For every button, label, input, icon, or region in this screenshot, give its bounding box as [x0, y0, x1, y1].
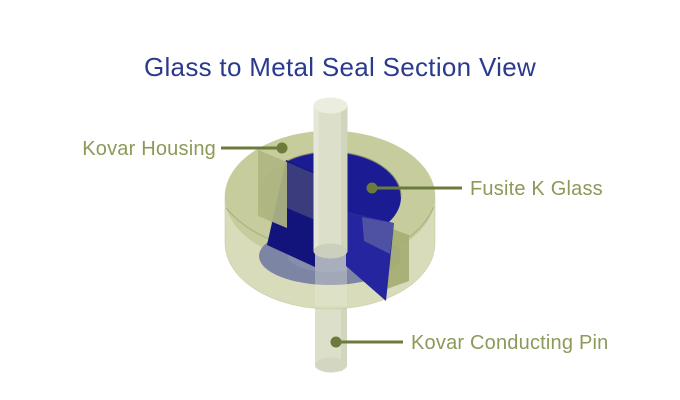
glass-leader-dot	[366, 182, 378, 194]
conducting-pin-top	[313, 97, 348, 259]
glass-cut-face-right	[346, 212, 394, 301]
label-kovar-housing-group: Kovar Housing	[82, 138, 288, 160]
glass-cut-face-left	[267, 160, 315, 267]
label-fusite-k-glass-group: Fusite K Glass	[366, 178, 603, 200]
label-kovar-housing: Kovar Housing	[82, 138, 216, 160]
pin-base-joint	[313, 243, 348, 259]
housing-cut-face-left	[258, 150, 287, 228]
cut-plane-tint	[287, 162, 315, 220]
pin-top-cap	[313, 97, 348, 114]
label-fusite-k-glass: Fusite K Glass	[470, 178, 603, 200]
pin-leader-dot	[330, 336, 342, 348]
label-kovar-conducting-pin-group: Kovar Conducting Pin	[330, 332, 608, 354]
page-title: Glass to Metal Seal Section View	[143, 52, 537, 82]
label-kovar-conducting-pin: Kovar Conducting Pin	[411, 332, 608, 354]
conducting-pin-bottom	[315, 290, 347, 373]
housing-leader-dot	[276, 142, 288, 154]
